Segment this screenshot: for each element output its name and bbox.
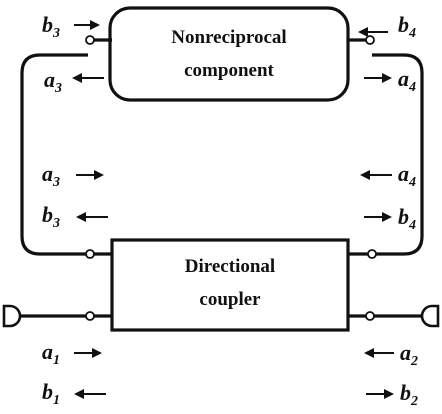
arrow-left-icon [76,212,108,222]
label-a4-top: a4 [398,66,416,95]
node-coupler-top-left [85,249,95,259]
nonreciprocal-component-box [108,6,350,102]
arrow-left-icon [74,389,106,399]
node-coupler-top-right [367,249,377,259]
arrow-right-icon [364,73,392,83]
port2-terminal-icon [420,304,440,328]
node-top-right [365,35,375,45]
label-b3-top: b3 [42,12,60,41]
arrow-right-icon [364,212,392,222]
node-top-left [85,35,95,45]
coupler-label-line1: Directional [185,256,275,277]
arrow-left-icon [358,27,388,37]
label-b3-mid: b3 [42,202,60,231]
label-b4-top: b4 [398,12,416,41]
arrow-right-icon [76,170,104,180]
arrow-left-icon [360,170,392,180]
arrow-right-icon [74,348,102,358]
arrow-left-icon [72,73,104,83]
label-a2: a2 [400,340,418,369]
arrow-left-icon [364,348,394,358]
left-loop-wire [20,53,88,256]
label-a4-mid: a4 [398,161,416,190]
node-coupler-bottom-left [85,311,95,321]
label-b4-mid: b4 [398,204,416,233]
nonreciprocal-label-line1: Nonreciprocal [171,27,286,48]
label-a3-top: a3 [44,67,62,96]
node-coupler-bottom-right [365,311,375,321]
nonreciprocal-label-line2: component [184,60,274,81]
label-b1: b1 [42,379,60,408]
coupler-label-line2: coupler [199,289,261,310]
arrow-right-icon [366,389,394,399]
label-a1: a1 [42,339,60,368]
port1-terminal-icon [2,304,22,328]
label-a3-mid: a3 [42,161,60,190]
right-loop-wire [372,53,424,256]
label-b2: b2 [400,380,418,409]
directional-coupler-box [110,238,350,332]
arrow-right-icon [74,20,100,30]
